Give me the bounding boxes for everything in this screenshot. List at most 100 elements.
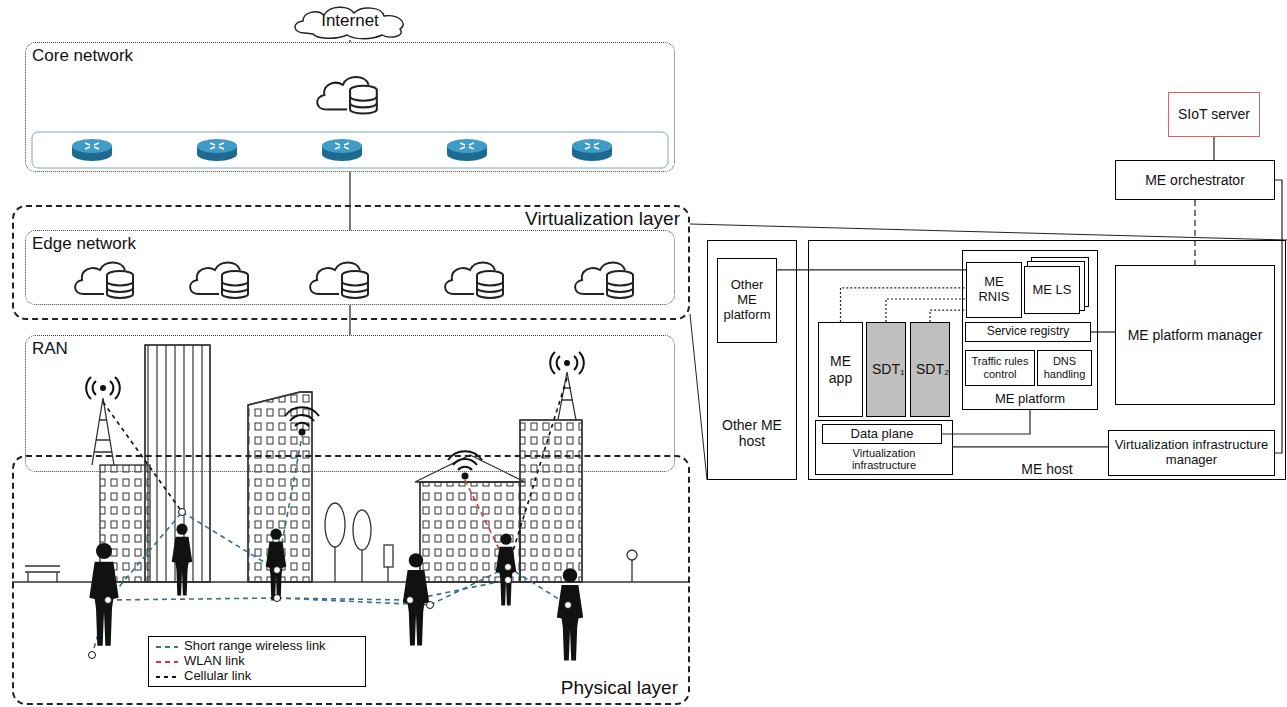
people xyxy=(496,534,517,606)
city-illustration xyxy=(325,503,345,547)
node-label: Other ME platform xyxy=(723,278,771,323)
illustration xyxy=(190,263,248,299)
node-label: ME orchestrator xyxy=(1145,172,1245,188)
radio-icons xyxy=(101,386,105,390)
illustration xyxy=(445,263,503,299)
people xyxy=(89,543,118,646)
people xyxy=(266,529,287,601)
node-label: SDT₂ xyxy=(916,361,944,377)
twin-box: SDT₂ xyxy=(910,322,950,417)
devices xyxy=(407,597,414,604)
node-label: Core network xyxy=(32,46,133,66)
legend-label: Cellular link xyxy=(184,669,251,684)
data-plane-box: Data plane xyxy=(822,424,942,444)
city-illustration xyxy=(387,567,388,582)
legend-sample xyxy=(155,672,179,682)
illustration xyxy=(72,139,112,161)
radio-icons xyxy=(300,430,305,435)
radio-icons xyxy=(565,361,569,365)
node-label: Data plane xyxy=(851,427,914,442)
node-label: DNS handling xyxy=(1043,355,1086,380)
legend-row: Cellular link xyxy=(155,669,359,684)
connector xyxy=(777,269,966,270)
connector xyxy=(930,310,966,322)
city-illustration xyxy=(12,345,690,582)
devices xyxy=(274,567,281,574)
illustration xyxy=(690,314,707,480)
platform-box: Other ME platform xyxy=(717,258,777,343)
node-label: Service registry xyxy=(987,325,1070,339)
illustration xyxy=(572,139,612,161)
node-label: Internet xyxy=(321,11,379,31)
node-label: Virtualization infrastructure xyxy=(820,447,948,472)
virtualization-layer: Virtualization layerEdge network xyxy=(12,205,690,320)
node-label: ME platform xyxy=(995,392,1065,407)
illustration xyxy=(32,132,668,168)
illustration xyxy=(317,77,377,114)
manager-box: ME platform manager xyxy=(1115,265,1275,405)
legend-sample xyxy=(155,657,179,667)
node-label: Other ME host xyxy=(712,417,792,449)
host-box: ME host ME platform ME RNIS ME LS Service re… xyxy=(808,240,1286,480)
connector xyxy=(942,410,1030,434)
city-illustration xyxy=(334,547,335,582)
node-label: SDT₁ xyxy=(872,361,900,377)
city-illustration xyxy=(25,566,60,582)
legend-line xyxy=(156,661,178,663)
radio-icons xyxy=(463,474,468,479)
city-illustration xyxy=(361,550,362,582)
wireless-links xyxy=(92,436,568,655)
app-box: ME app xyxy=(818,322,863,417)
edge-network-band: Edge network xyxy=(25,230,675,305)
legend-sample xyxy=(155,642,179,652)
radio-icons xyxy=(550,352,584,374)
legend-label: Short range wireless link xyxy=(184,639,326,654)
wireless-links xyxy=(92,436,568,655)
city-illustration xyxy=(420,482,520,582)
illustration xyxy=(447,139,487,161)
node-label: ME platform manager xyxy=(1128,327,1263,343)
wireless-links xyxy=(103,378,567,567)
legend-label: WLAN link xyxy=(184,654,245,669)
legend-line xyxy=(156,646,178,648)
ran-band: RAN xyxy=(25,335,675,472)
connector xyxy=(886,299,966,322)
devices xyxy=(505,564,512,571)
internet-cloud: Internet xyxy=(285,2,415,40)
platform-box: ME platformME RNISME LSService registryT… xyxy=(962,250,1098,410)
devices xyxy=(427,602,434,609)
node-label: Edge network xyxy=(32,234,136,254)
connector xyxy=(1194,200,1195,265)
node-label: ME host xyxy=(1021,461,1072,477)
connector xyxy=(1091,331,1115,332)
illustration xyxy=(322,139,362,161)
people xyxy=(403,553,429,645)
orchestrator-box: ME orchestrator xyxy=(1115,160,1275,200)
city-illustration xyxy=(353,510,371,550)
illustration xyxy=(575,263,633,299)
connector xyxy=(349,172,350,230)
node-label: ME RNIS xyxy=(972,275,1016,305)
node-label: Physical layer xyxy=(561,677,678,699)
registry-box: Service registry xyxy=(965,322,1091,342)
connector xyxy=(953,446,1108,447)
node-label: ME LS xyxy=(1032,283,1071,298)
connector xyxy=(841,288,967,322)
radio-icons xyxy=(86,377,120,399)
cloud-outline xyxy=(295,7,403,39)
devices xyxy=(179,509,186,516)
devices xyxy=(274,595,281,602)
devices xyxy=(565,602,572,609)
node-label: Virtualization layer xyxy=(525,208,680,230)
radio-icons xyxy=(285,407,319,426)
manager-box: Virtualization infrastructure manager xyxy=(1108,430,1275,476)
service-box: ME RNIS xyxy=(966,262,1022,318)
city-illustration xyxy=(420,482,520,582)
connector xyxy=(1275,180,1282,453)
illustration xyxy=(310,263,368,299)
infrastructure-box: Virtualization infrastructure Data plane xyxy=(815,420,953,475)
illustration xyxy=(75,263,133,299)
devices xyxy=(105,597,112,604)
